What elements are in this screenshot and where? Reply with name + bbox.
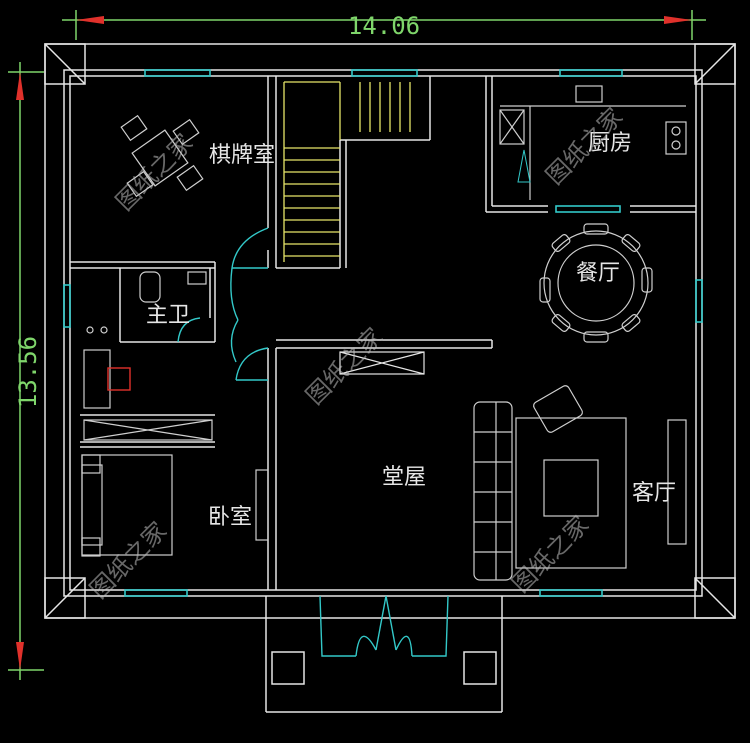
desk (83, 349, 111, 409)
bedroom-furniture (81, 349, 269, 557)
window (559, 69, 623, 77)
coffee-table (543, 459, 599, 517)
entrance-porch (265, 596, 503, 713)
bathroom-fixtures (86, 271, 207, 334)
window (144, 69, 211, 77)
windows (63, 69, 703, 597)
nightstand (81, 454, 101, 474)
kitchen-vent (517, 149, 531, 183)
tv-cabinet (667, 419, 687, 545)
width-dimension-label: 14.06 (348, 12, 420, 40)
dimension-arrow-right (664, 16, 692, 24)
window (63, 284, 71, 328)
corner-column (694, 577, 736, 619)
door-swing (235, 347, 269, 381)
height-dimension-label: 13.56 (14, 336, 42, 408)
window (124, 589, 188, 597)
interior-walls (70, 76, 696, 590)
room-label-bedroom: 卧室 (208, 505, 252, 530)
corner-column (694, 43, 736, 85)
living-room-sofa (473, 385, 687, 581)
room-label-mahjong: 棋牌室 (209, 143, 275, 168)
nightstand (81, 537, 101, 557)
top-dimension: 14.06 (62, 10, 706, 40)
dimension-arrow-bottom (16, 642, 24, 670)
window (555, 205, 621, 213)
watermark: 图纸之家 (301, 323, 389, 411)
watermark: 图纸之家 (85, 517, 173, 605)
window (539, 589, 603, 597)
door-swing (231, 227, 269, 269)
room-label-kitchen: 厨房 (588, 131, 632, 156)
toilet (139, 271, 161, 303)
room-label-living-room: 客厅 (632, 481, 676, 506)
doors (177, 227, 449, 657)
armchair (533, 385, 583, 433)
entrance-frame (319, 595, 356, 657)
window (351, 69, 418, 77)
dining-table (539, 223, 653, 343)
mahjong-table (120, 114, 204, 198)
floor-drain (86, 326, 94, 334)
dimension-arrow-left (76, 16, 104, 24)
tv-cabinet (255, 469, 269, 541)
chair (107, 367, 131, 391)
dimension-arrow-top (16, 72, 24, 100)
kitchen-counter (499, 85, 687, 200)
corner-column (44, 43, 86, 85)
room-label-master-bath: 主卫 (146, 303, 190, 328)
wardrobe (83, 419, 213, 441)
rug (515, 417, 627, 569)
washbasin (187, 271, 207, 285)
hall-table (339, 351, 425, 375)
sink (575, 85, 603, 103)
left-dimension: 13.56 (8, 62, 44, 680)
watermark: 图纸之家 (507, 511, 595, 599)
staircase (283, 81, 411, 262)
corner-column (44, 577, 86, 619)
fridge (499, 109, 525, 145)
door-swing (177, 317, 201, 343)
stove (665, 121, 687, 155)
window (695, 279, 703, 323)
room-label-hall: 堂屋 (382, 465, 426, 490)
outer-walls (44, 43, 736, 619)
room-label-dining: 餐厅 (576, 261, 620, 286)
